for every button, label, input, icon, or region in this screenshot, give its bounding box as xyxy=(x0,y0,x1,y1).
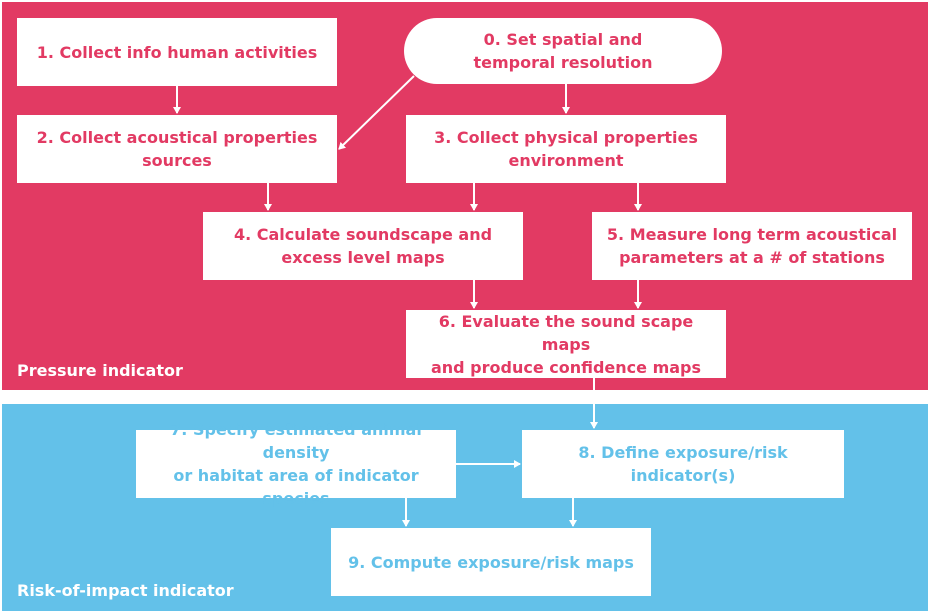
step-9-compute-exposure-maps-box: 9. Compute exposure/risk maps xyxy=(331,528,651,596)
pressure-indicator-label: Pressure indicator xyxy=(17,361,183,380)
step-0-set-resolution-box: 0. Set spatial and temporal resolution xyxy=(404,18,722,84)
arrow-0-to-2 xyxy=(338,75,415,150)
step-3-text-line-1: 3. Collect physical properties xyxy=(434,128,698,147)
step-6-text-line-1: 6. Evaluate the sound scape maps xyxy=(438,311,694,354)
step-4-calculate-soundscape-box: 4. Calculate soundscape and excess level … xyxy=(203,212,523,280)
step-5-text-line-2: parameters at a # of stations xyxy=(619,248,885,267)
step-7-text-line-1: 7. Specify estimated animal density xyxy=(170,420,422,462)
step-0-text-line-1: 0. Set spatial and xyxy=(483,30,643,49)
step-6-text-line-2: and produce confidence maps xyxy=(430,357,702,377)
step-2-text-line-2: sources xyxy=(142,151,212,170)
step-7-text-line-2: or habitat area of indicator species xyxy=(173,466,419,508)
step-8-define-exposure-indicator-box: 8. Define exposure/risk indicator(s) xyxy=(522,430,844,498)
step-4-text-line-2: excess level maps xyxy=(281,248,445,267)
step-5-text-line-1: 5. Measure long term acoustical xyxy=(606,225,898,244)
step-2-collect-acoustical-properties-box: 2. Collect acoustical properties sources xyxy=(17,115,337,183)
step-3-collect-physical-properties-box: 3. Collect physical properties environmen… xyxy=(406,115,726,183)
step-5-measure-acoustical-parameters-box: 5. Measure long term acoustical parameter… xyxy=(592,212,912,280)
step-4-text-line-1: 4. Calculate soundscape and xyxy=(233,225,493,244)
step-1-text: 1. Collect info human activities xyxy=(36,42,318,62)
step-3-text-line-2: environment xyxy=(508,151,624,170)
step-8-text: 8. Define exposure/risk indicator(s) xyxy=(578,443,788,485)
risk-of-impact-indicator-label: Risk-of-impact indicator xyxy=(17,581,234,600)
step-9-text: 9. Compute exposure/risk maps xyxy=(348,552,634,572)
step-1-collect-human-activities-box: 1. Collect info human activities xyxy=(17,18,337,86)
step-0-text-line-2: temporal resolution xyxy=(473,53,653,72)
step-2-text-line-1: 2. Collect acoustical properties xyxy=(36,128,318,147)
step-6-evaluate-maps-box: 6. Evaluate the sound scape maps and prod… xyxy=(406,310,726,378)
